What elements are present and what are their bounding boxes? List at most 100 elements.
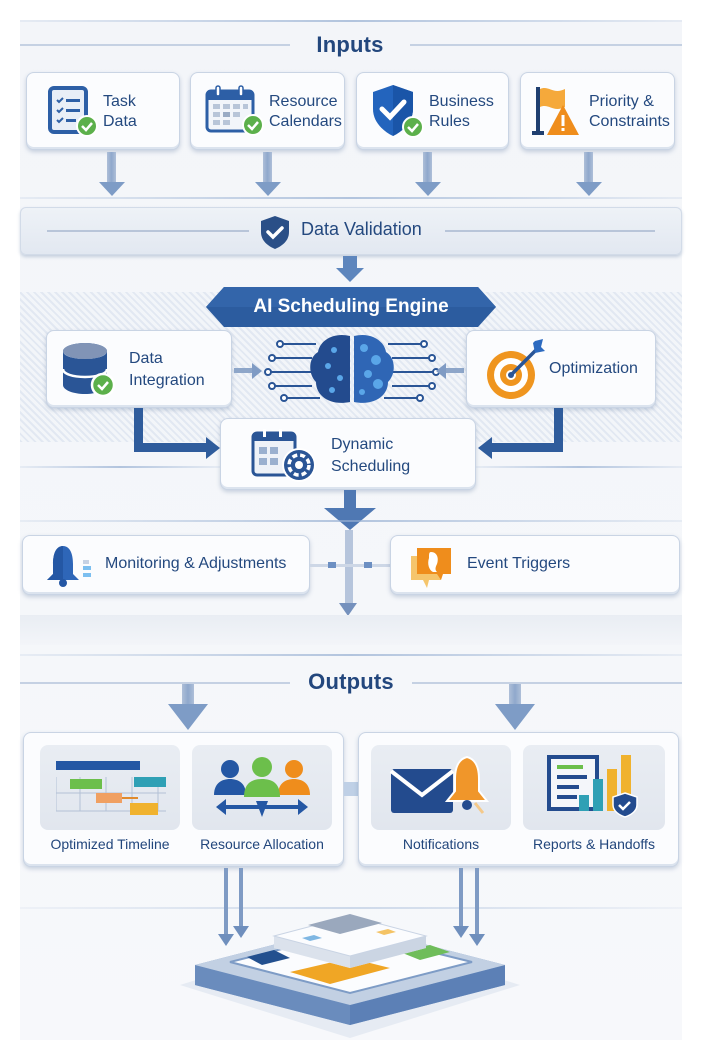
arrow-down-icon [336, 268, 364, 282]
connector-line [239, 868, 243, 928]
connector-line [475, 868, 479, 936]
connector-line [134, 408, 143, 452]
input-card-resource-calendars[interactable]: Resource Calendars [190, 72, 345, 150]
arrow-stem [423, 152, 432, 182]
arrow-down-icon [255, 182, 281, 196]
arrow-stem [263, 152, 272, 182]
divider [20, 197, 682, 199]
engine-card-data-integration[interactable]: Data Integration [46, 330, 232, 408]
card-label-line1: Data [129, 350, 163, 367]
bell-icon [47, 546, 91, 587]
output-label: Notifications [402, 836, 480, 852]
arrow-down-icon [453, 926, 469, 938]
card-label-line1: Resource [269, 93, 338, 110]
flag-warning-icon [532, 87, 579, 135]
brain-circuit-icon [264, 334, 440, 403]
inputs-title-rule-right [410, 44, 682, 46]
arrow-down-icon [99, 182, 125, 196]
divider [20, 654, 682, 656]
validation-rule-left [47, 230, 249, 232]
connector-line [344, 782, 358, 796]
report-chart-icon [547, 755, 638, 818]
gantt-chart-icon [56, 761, 166, 815]
arrow-stem [234, 368, 254, 373]
divider [20, 466, 220, 468]
output-tile-notifications[interactable] [371, 745, 511, 830]
arrow-stem [182, 684, 194, 704]
arrow-down-icon [168, 704, 208, 730]
arrow-right-icon [252, 363, 262, 379]
data-validation-bar[interactable]: Data Validation [20, 207, 682, 255]
people-icon [214, 757, 310, 817]
shield-check-icon [373, 85, 424, 138]
arrow-left-icon [436, 363, 446, 379]
arrow-down-icon [233, 926, 249, 938]
arrow-down-icon [495, 704, 535, 730]
connector-line [345, 530, 353, 604]
engine-card-dynamic-scheduling[interactable]: Dynamic Scheduling [220, 418, 476, 490]
arrow-down-icon [469, 934, 485, 946]
arrow-stem [584, 152, 593, 182]
arrow-right-icon [206, 437, 220, 459]
card-label-line1: Dynamic [331, 436, 394, 453]
divider [20, 907, 682, 909]
arrow-down-icon [339, 603, 357, 616]
engine-card-optimization[interactable]: Optimization [466, 330, 656, 408]
output-label: Reports & Handoffs [533, 836, 655, 852]
engine-banner [206, 287, 496, 327]
connector-line [490, 443, 563, 452]
connector-dot [328, 562, 336, 568]
card-label-line2: Scheduling [331, 458, 411, 475]
arrow-left-icon [478, 437, 492, 459]
mail-bell-icon [389, 755, 490, 814]
output-label: Resource Allocation [200, 836, 324, 852]
arrow-stem [343, 256, 357, 270]
card-label-line1: Task [103, 93, 136, 110]
layered-platform-icon [180, 914, 520, 1038]
event-triggers-card[interactable]: Event Triggers [390, 535, 680, 595]
card-label: Event Triggers [467, 555, 571, 572]
input-card-business-rules[interactable]: Business Rules [356, 72, 509, 150]
outputs-title-rule-right [412, 682, 682, 684]
calendar-gear-icon [251, 429, 316, 482]
monitoring-adjustments-card[interactable]: Monitoring & Adjustments [22, 535, 310, 595]
output-tile-reports-handoffs[interactable] [523, 745, 665, 830]
output-tile-optimized-timeline[interactable] [40, 745, 180, 830]
database-check-icon [61, 343, 116, 398]
connector-line [224, 868, 228, 936]
output-tile-resource-allocation[interactable] [192, 745, 332, 830]
arrow-stem [446, 368, 464, 373]
connector-line [134, 443, 210, 452]
outputs-title-rule-left [20, 682, 290, 684]
inputs-title: Inputs [316, 32, 384, 57]
engine-title: AI Scheduling Engine [253, 296, 449, 317]
data-validation-label: Data Validation [301, 219, 422, 239]
card-label: Monitoring & Adjustments [105, 555, 287, 572]
card-label: Optimization [549, 360, 638, 377]
input-card-priority-constraints[interactable]: Priority & Constraints [520, 72, 675, 150]
divider [20, 520, 682, 522]
validation-rule-right [445, 230, 655, 232]
card-label-line2: Calendars [269, 113, 342, 130]
connector-line [459, 868, 463, 928]
card-label-line2: Data [103, 113, 137, 130]
connector-dot [364, 562, 372, 568]
top-divider [20, 20, 682, 22]
input-card-task-data[interactable]: Task Data [26, 72, 180, 150]
checklist-icon [48, 86, 98, 137]
calendar-icon [205, 85, 264, 136]
card-label-line1: Priority & [589, 93, 654, 110]
inputs-title-rule-left [20, 44, 290, 46]
output-label: Optimized Timeline [50, 836, 170, 852]
arrow-stem [344, 490, 356, 510]
target-arrow-icon [487, 339, 545, 399]
card-label-line2: Rules [429, 113, 470, 130]
card-label-line2: Constraints [589, 113, 670, 130]
arrow-down-icon [218, 934, 234, 946]
chat-bubble-icon [411, 548, 451, 588]
band [20, 615, 682, 645]
connector-line [310, 564, 390, 567]
card-label-line1: Business [429, 93, 494, 110]
connector-line [554, 408, 563, 452]
shield-check-icon [261, 216, 289, 249]
